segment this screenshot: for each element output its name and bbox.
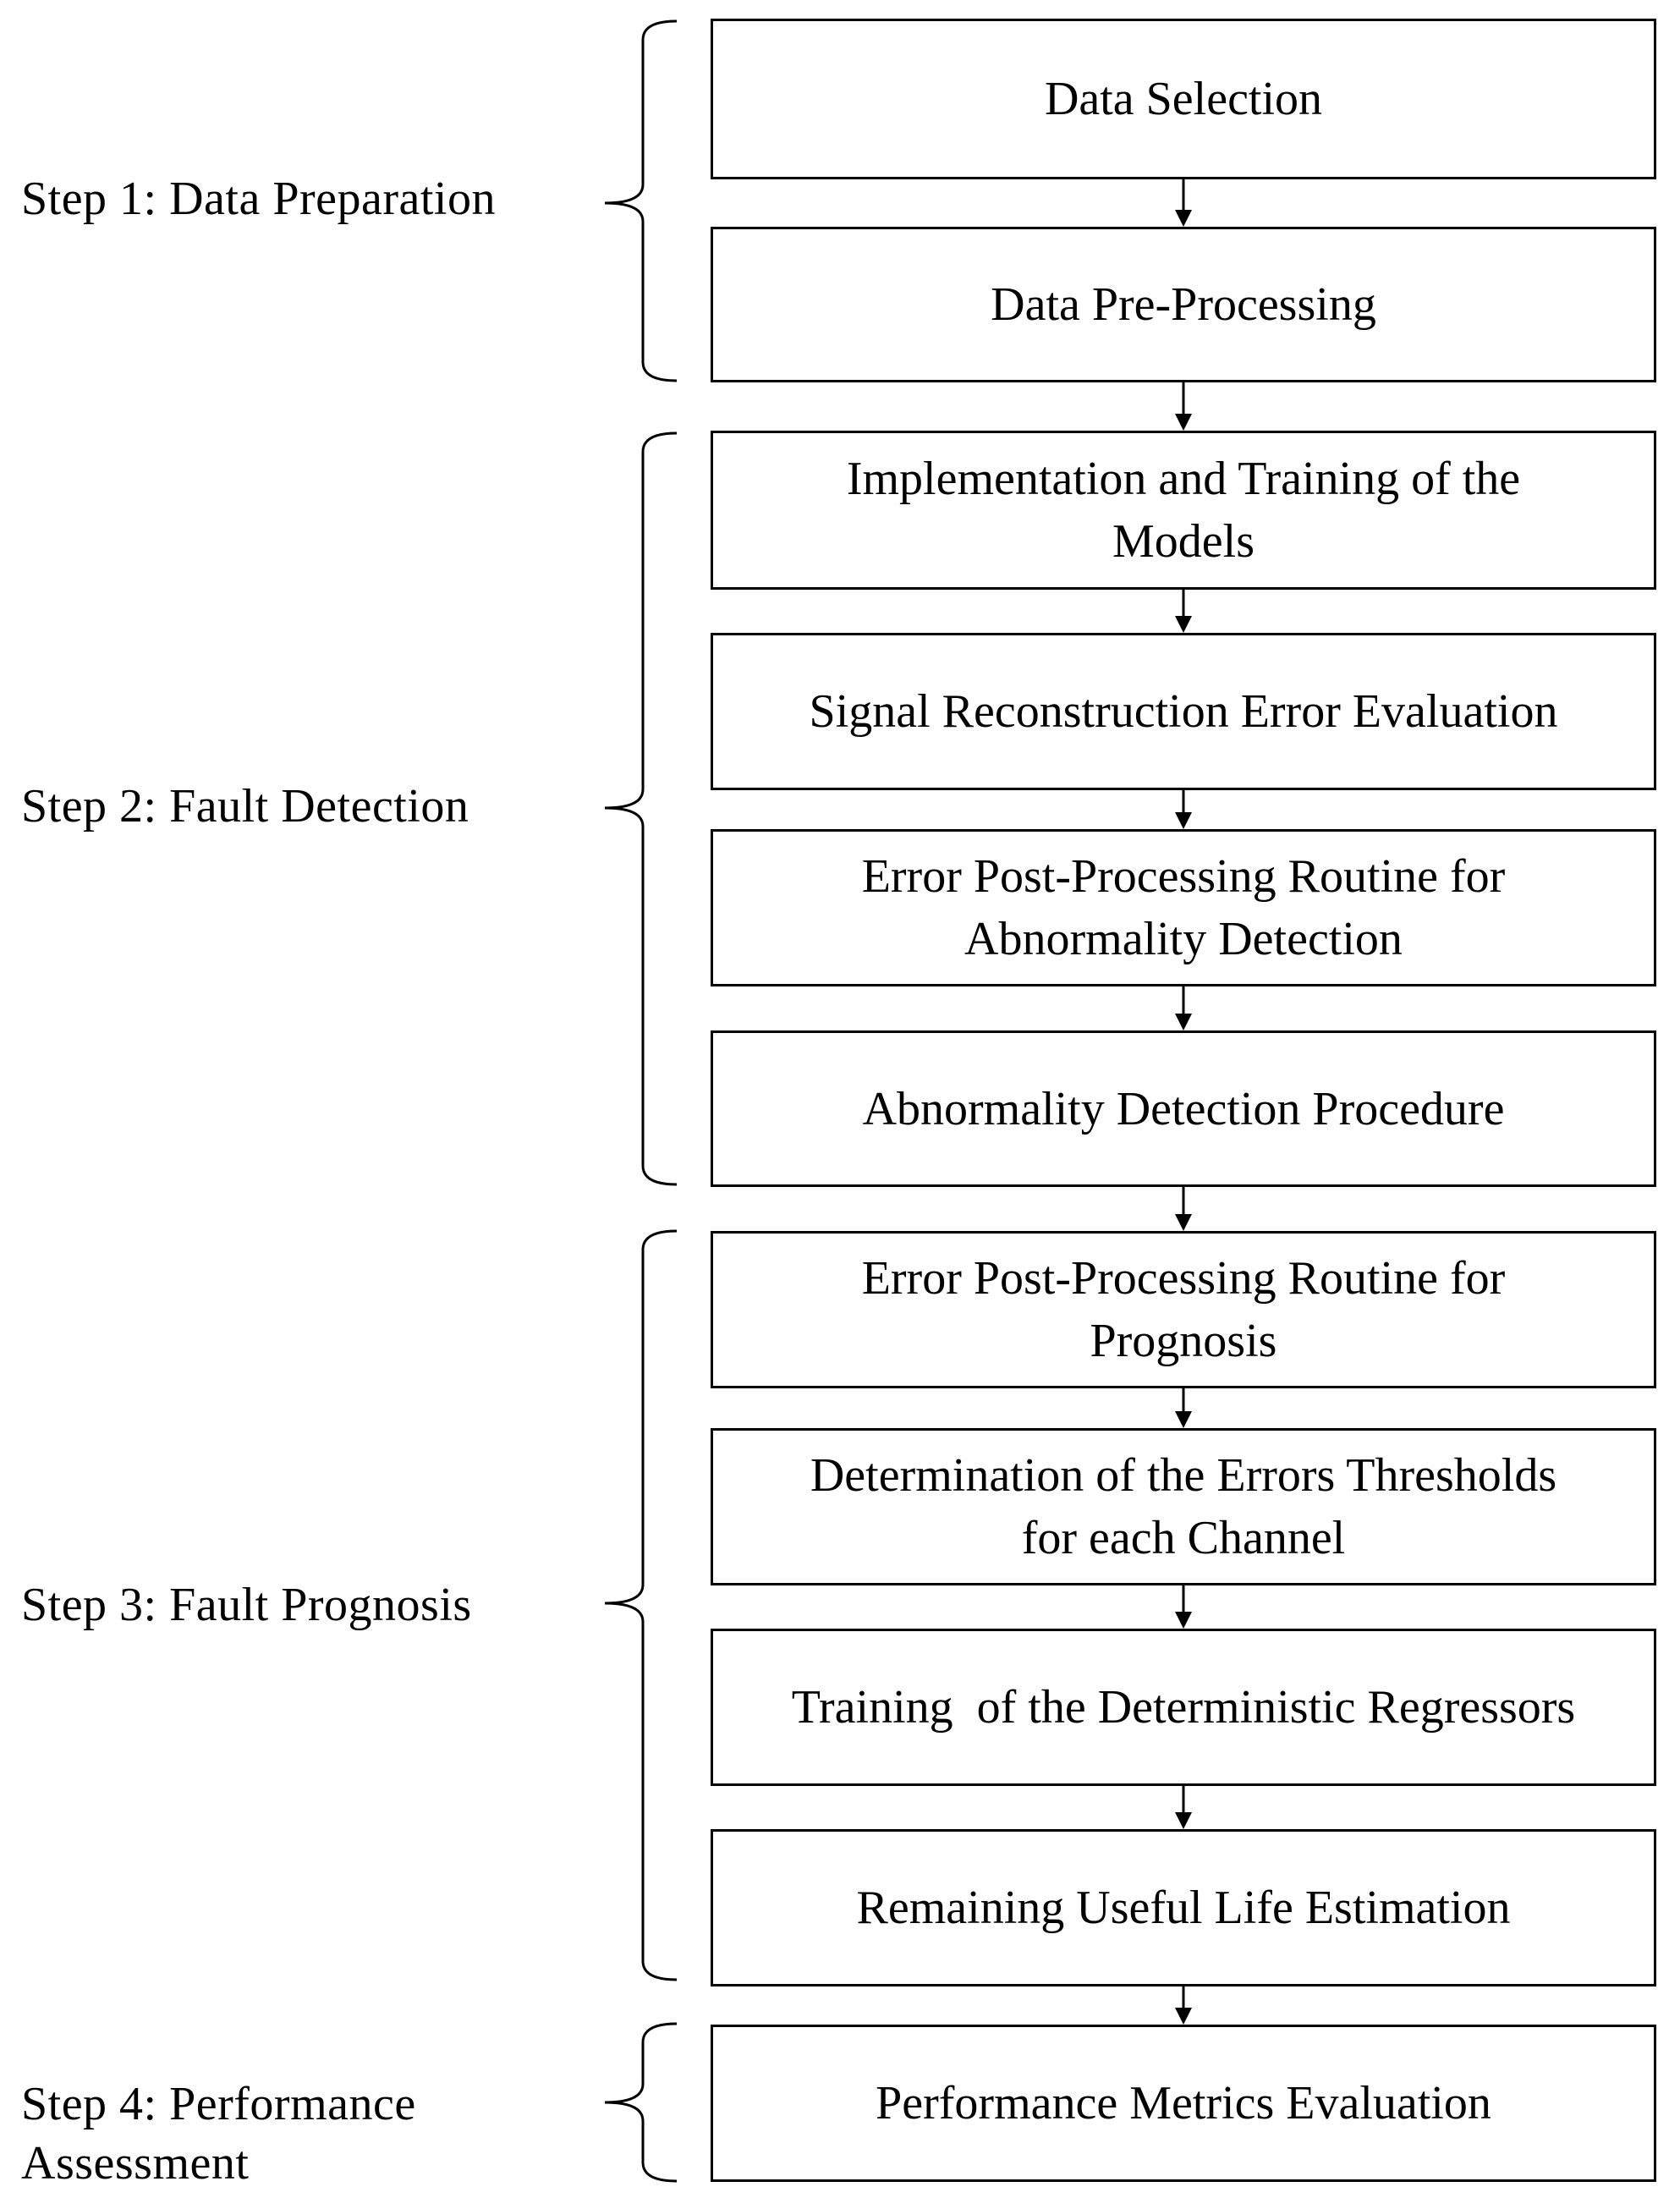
box-data-selection-text: Data Selection	[1044, 73, 1323, 125]
box-data-selection: Data Selection	[711, 19, 1656, 179]
step-brace	[604, 19, 678, 382]
box-error-thresholds: Determination of the Errors Thresholds f…	[711, 1428, 1656, 1585]
box-implementation-training: Implementation and Training of the Model…	[711, 431, 1656, 590]
step-brace	[604, 2022, 678, 2183]
box-signal-reconstruction-text: Signal Reconstruction Error Evaluation	[809, 685, 1558, 738]
box-performance-metrics-text: Performance Metrics Evaluation	[876, 2077, 1491, 2129]
box-performance-metrics: Performance Metrics Evaluation	[711, 2025, 1656, 2182]
flow-arrowhead	[1175, 616, 1192, 633]
flow-arrowhead	[1175, 1214, 1192, 1231]
box-abnormality-detection-procedure: Abnormality Detection Procedure	[711, 1030, 1656, 1187]
flow-arrowhead	[1175, 1014, 1192, 1030]
flow-arrowhead	[1175, 414, 1192, 431]
box-training-regressors-text: Training of the Deterministic Regressors	[791, 1681, 1576, 1734]
box-error-post-processing-prognosis: Error Post-Processing Routine for Progno…	[711, 1231, 1656, 1388]
box-rul-estimation: Remaining Useful Life Estimation	[711, 1829, 1656, 1986]
step-4-label: Step 4: Performance Assessment	[21, 2078, 416, 2190]
box-error-post-processing-prognosis-text: Error Post-Processing Routine for Progno…	[861, 1252, 1506, 1367]
box-abnormality-detection-procedure-text: Abnormality Detection Procedure	[862, 1082, 1505, 1135]
box-error-post-processing-abnormality: Error Post-Processing Routine for Abnorm…	[711, 829, 1656, 986]
box-data-pre-processing: Data Pre-Processing	[711, 227, 1656, 382]
step-braces	[604, 19, 678, 2183]
step-brace	[604, 1229, 678, 1981]
flow-arrowhead	[1175, 2008, 1192, 2025]
box-error-thresholds-text: Determination of the Errors Thresholds f…	[810, 1449, 1557, 1564]
box-implementation-training-text: Implementation and Training of the Model…	[846, 453, 1521, 568]
flow-arrowhead	[1175, 1812, 1192, 1829]
box-rul-estimation-text: Remaining Useful Life Estimation	[856, 1882, 1511, 1934]
box-data-pre-processing-text: Data Pre-Processing	[991, 278, 1376, 331]
step-2-label: Step 2: Fault Detection	[21, 780, 469, 832]
step-brace	[604, 431, 678, 1186]
step-1-label: Step 1: Data Preparation	[21, 173, 496, 225]
box-error-post-processing-abnormality-text: Error Post-Processing Routine for Abnorm…	[861, 850, 1506, 965]
box-training-regressors: Training of the Deterministic Regressors	[711, 1629, 1656, 1786]
flow-arrowhead	[1175, 1411, 1192, 1428]
flow-arrowhead	[1175, 1612, 1192, 1629]
flow-arrowhead	[1175, 812, 1192, 829]
box-signal-reconstruction: Signal Reconstruction Error Evaluation	[711, 633, 1656, 790]
flow-arrowhead	[1175, 210, 1192, 227]
step-3-label: Step 3: Fault Prognosis	[21, 1579, 472, 1631]
